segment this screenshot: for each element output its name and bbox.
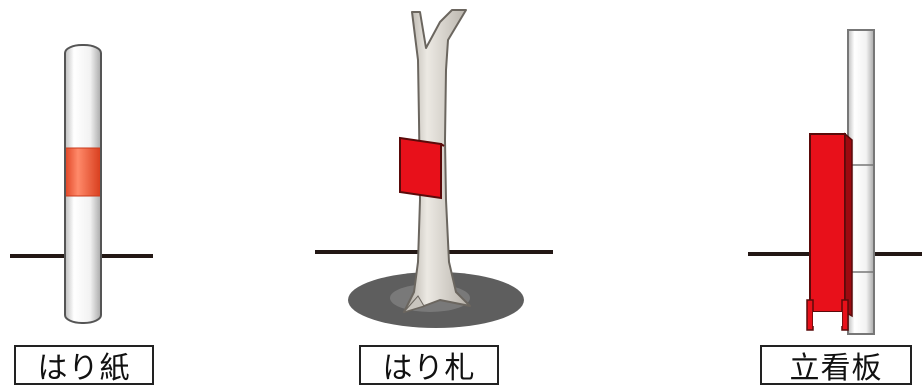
- pole-sticker-panel: [10, 44, 153, 324]
- label-pole-sticker: はり紙: [14, 345, 154, 386]
- label-tree-placard: はり札: [359, 345, 499, 386]
- tree-placard-panel: [315, 9, 553, 328]
- placard-sign: [399, 136, 445, 200]
- label-standing-sign: 立看板: [760, 345, 912, 386]
- standing-sign-board: [806, 132, 853, 331]
- paper-sticker-band: [66, 148, 100, 196]
- standing-sign-panel: [748, 29, 922, 335]
